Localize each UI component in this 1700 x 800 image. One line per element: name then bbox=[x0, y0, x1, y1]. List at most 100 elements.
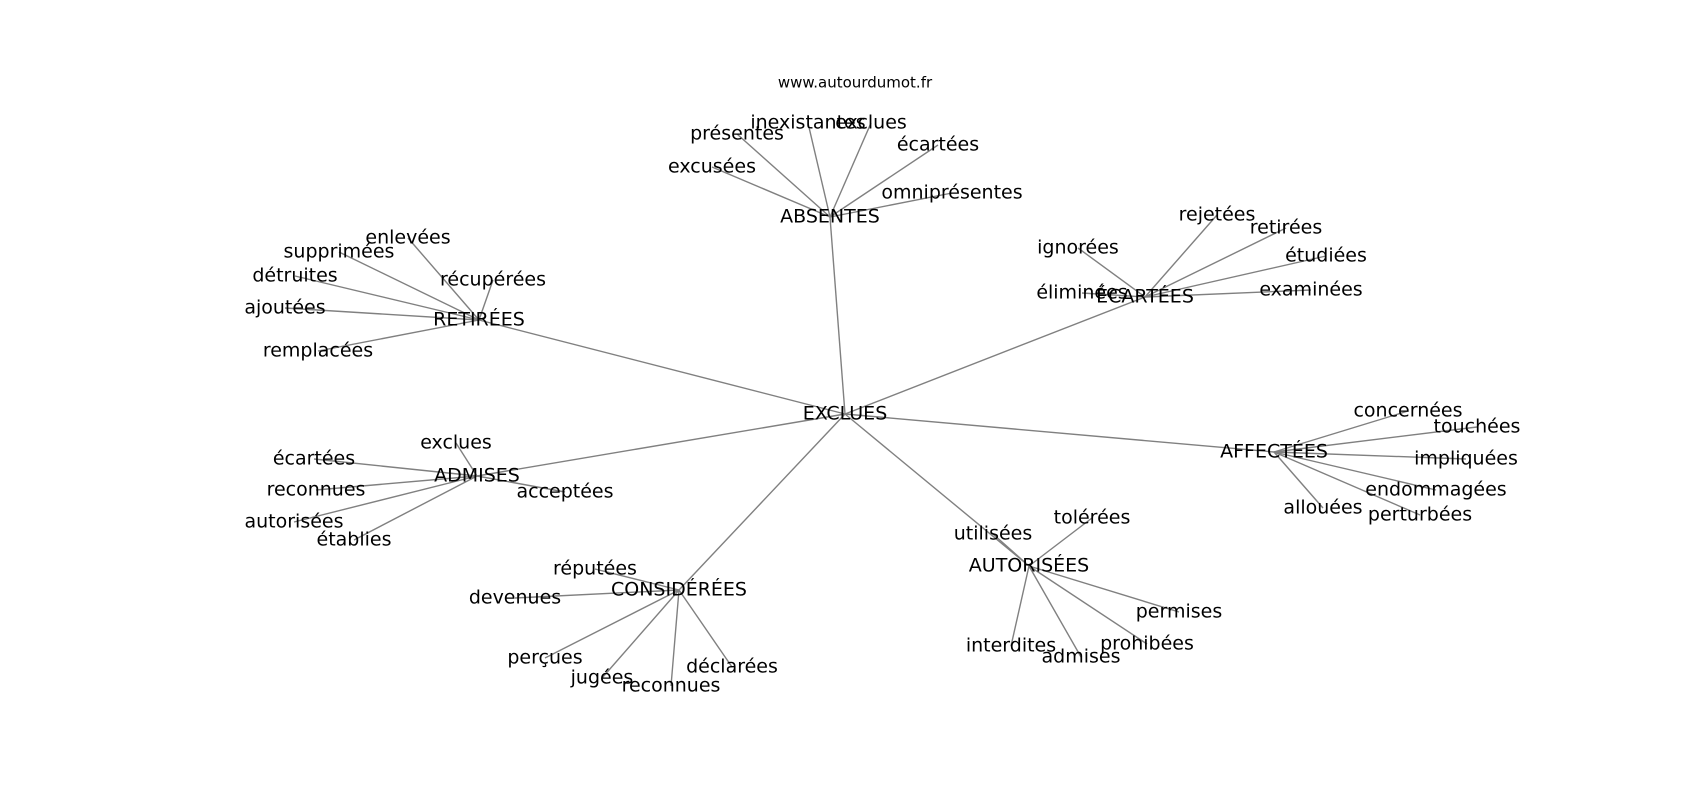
hub-leaf-edge bbox=[1028, 565, 1148, 645]
hub-leaf-edge bbox=[1077, 247, 1146, 298]
hub-leaf-edge bbox=[315, 475, 478, 491]
hub-leaf-edge bbox=[544, 589, 680, 659]
leaf-node: enlevées bbox=[365, 227, 450, 249]
hub-leaf-edge bbox=[476, 475, 566, 493]
hub-node: ADMISES bbox=[434, 465, 520, 487]
hub-leaf-edge bbox=[1028, 565, 1082, 658]
leaf-node: établies bbox=[317, 529, 392, 551]
hub-leaf-edge bbox=[711, 166, 831, 218]
hub-leaf-edge bbox=[1081, 292, 1146, 298]
hub-leaf-edge bbox=[407, 237, 480, 321]
center-hub-edge bbox=[844, 296, 1146, 415]
hub-leaf-edge bbox=[313, 458, 478, 477]
leaf-node: supprimées bbox=[284, 241, 395, 263]
hub-leaf-edge bbox=[601, 589, 680, 679]
hub-leaf-edge bbox=[1144, 255, 1327, 298]
hub-leaf-edge bbox=[284, 307, 480, 321]
graph-labels: EXCLUESABSENTESinexistantesexcluesprésen… bbox=[244, 112, 1520, 697]
leaf-node: déclarées bbox=[686, 656, 778, 678]
leaf-node: devenues bbox=[469, 587, 561, 609]
leaf-node: ajoutées bbox=[244, 297, 325, 319]
hub-leaf-edge bbox=[1010, 565, 1030, 647]
leaf-node: présentes bbox=[690, 123, 784, 145]
hub-leaf-edge bbox=[1273, 410, 1409, 453]
leaf-node: autorisées bbox=[244, 511, 343, 533]
hub-leaf-edge bbox=[1273, 451, 1467, 460]
hub-node: CONSIDÉRÉES bbox=[611, 578, 747, 601]
hub-leaf-edge bbox=[829, 192, 953, 218]
leaf-node: reconnues bbox=[267, 479, 366, 501]
center-hub-edge bbox=[476, 413, 846, 477]
leaf-node: omniprésentes bbox=[881, 182, 1022, 204]
center-hub-edge bbox=[844, 413, 1275, 453]
hub-leaf-edge bbox=[478, 279, 494, 321]
hub-leaf-edge bbox=[1144, 289, 1312, 298]
leaf-node: perturbées bbox=[1368, 504, 1472, 526]
center-node: EXCLUES bbox=[803, 403, 888, 425]
hub-leaf-edge bbox=[829, 122, 872, 218]
graph-edges bbox=[284, 122, 1478, 687]
leaf-node: récupérées bbox=[440, 269, 546, 291]
leaf-node: interdites bbox=[966, 635, 1056, 657]
hub-leaf-edge bbox=[1273, 451, 1324, 509]
center-hub-edge bbox=[844, 413, 1030, 567]
hub-leaf-edge bbox=[678, 589, 733, 668]
hub-leaf-edge bbox=[317, 319, 480, 352]
leaf-node: exclues bbox=[835, 112, 907, 134]
hub-leaf-edge bbox=[294, 275, 480, 321]
hub-leaf-edge bbox=[829, 144, 939, 218]
hub-leaf-edge bbox=[353, 475, 478, 541]
hub-leaf-edge bbox=[514, 589, 680, 599]
leaf-node: écartées bbox=[273, 448, 355, 470]
leaf-node: prohibées bbox=[1100, 633, 1194, 655]
leaf-node: allouées bbox=[1283, 497, 1362, 519]
leaf-node: acceptées bbox=[516, 481, 613, 503]
leaf-node: étudiées bbox=[1285, 245, 1367, 267]
site-url: www.autourdumot.fr bbox=[778, 74, 933, 92]
hub-leaf-edge bbox=[293, 475, 478, 523]
leaf-node: jugées bbox=[570, 667, 634, 689]
leaf-node: réputées bbox=[553, 558, 637, 580]
hub-leaf-edge bbox=[1144, 214, 1218, 298]
leaf-node: touchées bbox=[1434, 416, 1521, 438]
hub-leaf-edge bbox=[1273, 451, 1437, 491]
hub-leaf-edge bbox=[670, 589, 680, 687]
leaf-node: remplacées bbox=[263, 340, 373, 362]
leaf-node: utilisées bbox=[954, 523, 1033, 545]
hub-node: AUTORISÉES bbox=[969, 554, 1089, 577]
hub-node: ÉCARTÉES bbox=[1096, 285, 1194, 308]
leaf-node: endommagées bbox=[1365, 479, 1506, 501]
hub-leaf-edge bbox=[807, 122, 831, 218]
leaf-node: admises bbox=[1042, 646, 1121, 668]
hub-leaf-edge bbox=[1028, 517, 1093, 567]
leaf-node: perçues bbox=[507, 647, 582, 669]
leaf-node: impliquées bbox=[1414, 448, 1518, 470]
hub-node: ABSENTES bbox=[780, 206, 880, 228]
leaf-node: concernées bbox=[1353, 400, 1462, 422]
leaf-node: exclues bbox=[420, 432, 492, 454]
leaf-node: rejetées bbox=[1179, 204, 1256, 226]
hub-leaf-edge bbox=[1028, 565, 1180, 613]
leaf-node: examinées bbox=[1259, 279, 1362, 301]
hub-leaf-edge bbox=[992, 533, 1030, 567]
center-hub-edge bbox=[829, 216, 846, 415]
leaf-node: détruites bbox=[252, 265, 337, 287]
leaf-node: tolérées bbox=[1054, 507, 1131, 529]
hub-leaf-edge bbox=[1144, 227, 1287, 298]
leaf-node: inexistantes bbox=[750, 112, 865, 134]
center-hub-edge bbox=[678, 413, 846, 591]
leaf-node: permises bbox=[1136, 601, 1223, 623]
leaf-node: écartées bbox=[897, 134, 979, 156]
leaf-node: retirées bbox=[1250, 217, 1322, 239]
leaf-node: éliminées bbox=[1036, 282, 1127, 304]
hub-leaf-edge bbox=[338, 251, 480, 321]
center-hub-edge bbox=[478, 319, 846, 415]
hub-node: AFFECTÉES bbox=[1220, 440, 1328, 463]
hub-leaf-edge bbox=[736, 133, 831, 218]
hub-node: RETIRÉES bbox=[433, 308, 525, 331]
leaf-node: ignorées bbox=[1037, 237, 1119, 259]
leaf-node: excusées bbox=[668, 156, 756, 178]
hub-leaf-edge bbox=[1273, 451, 1421, 516]
hub-leaf-edge bbox=[455, 442, 478, 477]
